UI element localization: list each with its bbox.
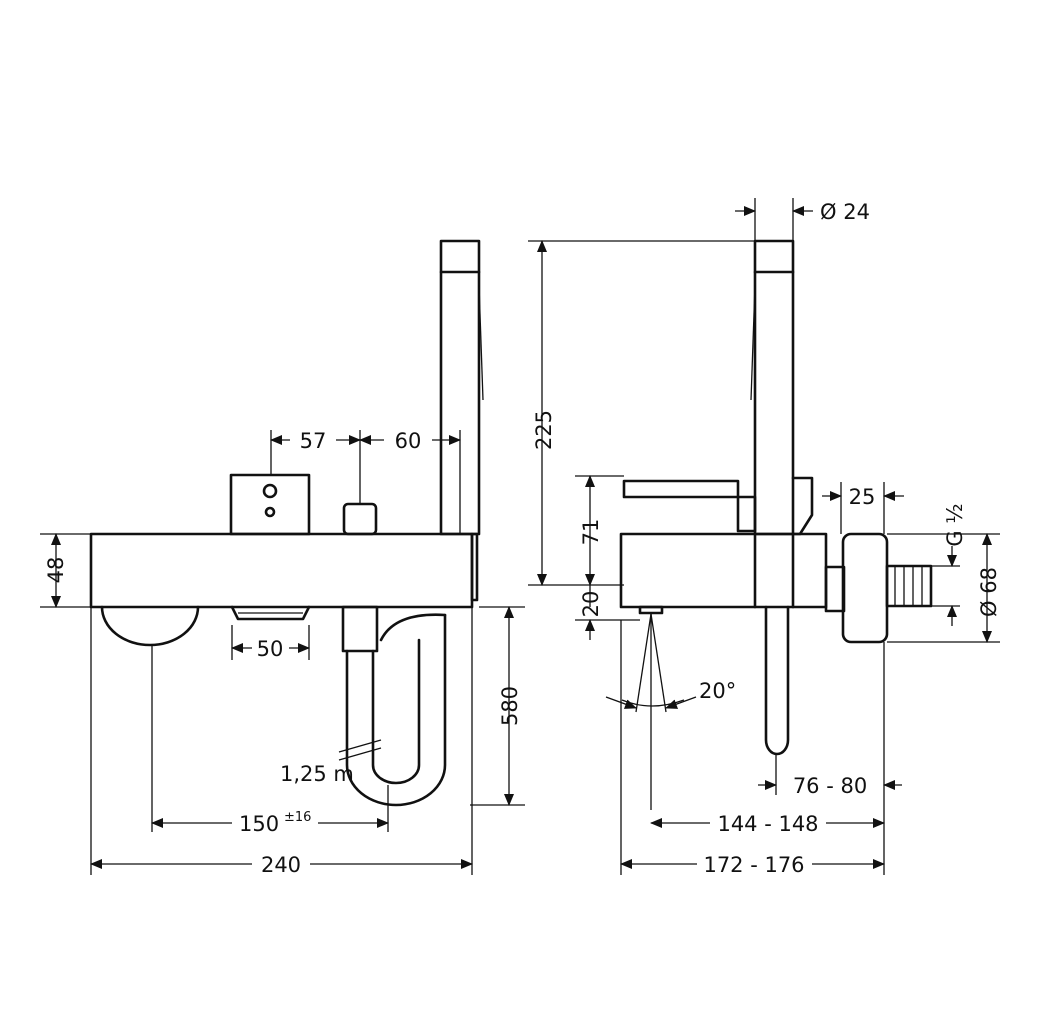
dim-225-label: 225: [532, 410, 556, 450]
dim-76-80-label: 76 - 80: [793, 774, 867, 798]
dim-150-tolerance: ±16: [284, 810, 311, 825]
dim-172-176-label: 172 - 176: [703, 853, 804, 877]
thermostat-handle: [229, 473, 311, 536]
dim-50-label: 50: [257, 637, 284, 661]
handle-button-top: [262, 483, 278, 499]
handle-button-bottom: [264, 506, 276, 518]
hose-outlet: [341, 605, 379, 653]
hose-length-label: 1,25 m: [280, 762, 354, 786]
dim-71-label: 71: [579, 519, 603, 546]
mixer-body: [89, 532, 474, 609]
holder-bracket: [791, 476, 814, 536]
lever-handle: [622, 479, 757, 533]
shower-hose: [345, 613, 447, 807]
dim-68-label: Ø 68: [977, 567, 1001, 617]
wall-rosette: [841, 532, 889, 644]
thread-label: G ½: [943, 503, 967, 546]
dim-57-label: 57: [300, 429, 327, 453]
dim-20-label: 20: [579, 591, 603, 618]
dim-144-148-label: 144 - 148: [717, 812, 818, 836]
angle-label: 20°: [699, 679, 736, 703]
mixer-body-side: [619, 532, 828, 609]
shower-holder: [470, 532, 479, 602]
dim-580-label: 580: [498, 686, 522, 726]
side-view: Ø 24 225 25 71 20 G ½ Ø 68 20° 76 - 80 1…: [528, 198, 1001, 877]
dim-24-label: Ø 24: [820, 200, 870, 224]
nut: [824, 565, 846, 613]
dim-150-label: 150: [239, 812, 279, 836]
left-connector: [100, 605, 200, 647]
dim-25-label: 25: [849, 485, 876, 509]
dim-240-label: 240: [261, 853, 301, 877]
diverter-knob: [342, 502, 378, 536]
dim-48-label: 48: [44, 557, 68, 584]
front-view: 57 60 48 50 580 1,25 m 150 ±16 240: [40, 239, 525, 877]
shower-hose-side: [764, 605, 790, 756]
right-connector: [379, 613, 447, 642]
bath-spout: [230, 605, 311, 621]
dim-60-label: 60: [395, 429, 422, 453]
thread-pipe: [885, 564, 933, 608]
hand-shower-side: [753, 239, 795, 536]
